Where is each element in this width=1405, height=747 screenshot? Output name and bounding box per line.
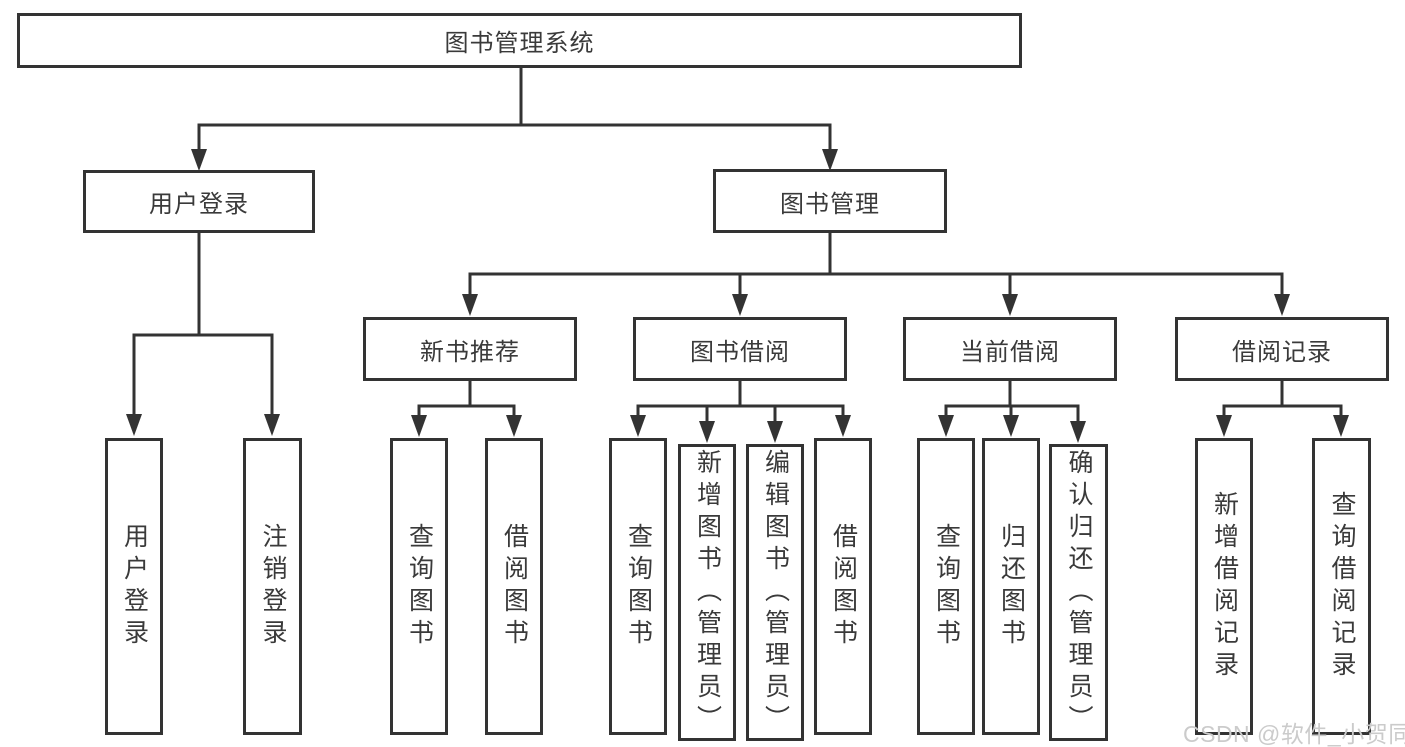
- node-new-book-recommend-label: 新书推荐: [420, 338, 520, 366]
- leaf-return-book: 归还图书: [982, 438, 1040, 735]
- leaf-query-book-3-label: 查询图书: [932, 522, 961, 651]
- node-book-borrow: 图书借阅: [633, 317, 847, 381]
- arrowheads: [126, 149, 1349, 443]
- node-new-book-recommend: 新书推荐: [363, 317, 577, 381]
- leaf-user-login-label: 用户登录: [120, 522, 149, 651]
- node-book-borrow-label: 图书借阅: [690, 338, 790, 366]
- leaf-query-borrow-record-label: 查询借阅记录: [1328, 490, 1356, 683]
- node-book-management: 图书管理: [713, 169, 947, 233]
- leaf-add-book-admin: 新增图书（管理员）: [678, 444, 736, 741]
- node-user-login: 用户登录: [83, 170, 315, 233]
- node-current-borrow: 当前借阅: [903, 317, 1117, 381]
- leaf-confirm-return-admin-label: 确认归还（管理员）: [1065, 448, 1093, 737]
- leaf-query-book-1: 查询图书: [390, 438, 448, 735]
- node-borrow-record: 借阅记录: [1175, 317, 1389, 381]
- arrow-stems: [132, 123, 1343, 427]
- leaf-add-borrow-record-label: 新增借阅记录: [1210, 490, 1239, 683]
- leaf-edit-book-admin-label: 编辑图书（管理员）: [761, 448, 790, 737]
- leaf-query-book-3: 查询图书: [917, 438, 975, 735]
- leaf-query-book-1-label: 查询图书: [405, 522, 434, 651]
- node-book-management-label: 图书管理: [780, 190, 880, 218]
- node-root-label: 图书管理系统: [444, 30, 595, 57]
- leaf-add-book-admin-label: 新增图书（管理员）: [693, 448, 722, 737]
- leaf-add-borrow-record: 新增借阅记录: [1195, 438, 1253, 735]
- leaf-borrow-book-1: 借阅图书: [485, 438, 543, 735]
- leaf-confirm-return-admin: 确认归还（管理员）: [1049, 444, 1108, 741]
- leaf-borrow-book-1-label: 借阅图书: [500, 522, 529, 651]
- tree-edges: [132, 66, 1343, 408]
- leaf-logout-label: 注销登录: [259, 522, 287, 651]
- leaf-user-login: 用户登录: [105, 438, 163, 735]
- leaf-return-book-label: 归还图书: [997, 522, 1026, 651]
- leaf-edit-book-admin: 编辑图书（管理员）: [746, 444, 804, 741]
- leaf-query-borrow-record: 查询借阅记录: [1312, 438, 1371, 735]
- leaf-logout: 注销登录: [243, 438, 302, 735]
- node-current-borrow-label: 当前借阅: [960, 338, 1060, 366]
- leaf-borrow-book-2: 借阅图书: [814, 438, 872, 735]
- leaf-borrow-book-2-label: 借阅图书: [829, 522, 858, 651]
- leaf-query-book-2-label: 查询图书: [624, 522, 653, 651]
- node-root: 图书管理系统: [17, 13, 1022, 68]
- node-borrow-record-label: 借阅记录: [1232, 338, 1332, 366]
- node-user-login-label: 用户登录: [149, 191, 249, 218]
- csdn-watermark: CSDN @软件_小贺同学: [1183, 721, 1405, 747]
- leaf-query-book-2: 查询图书: [609, 438, 667, 735]
